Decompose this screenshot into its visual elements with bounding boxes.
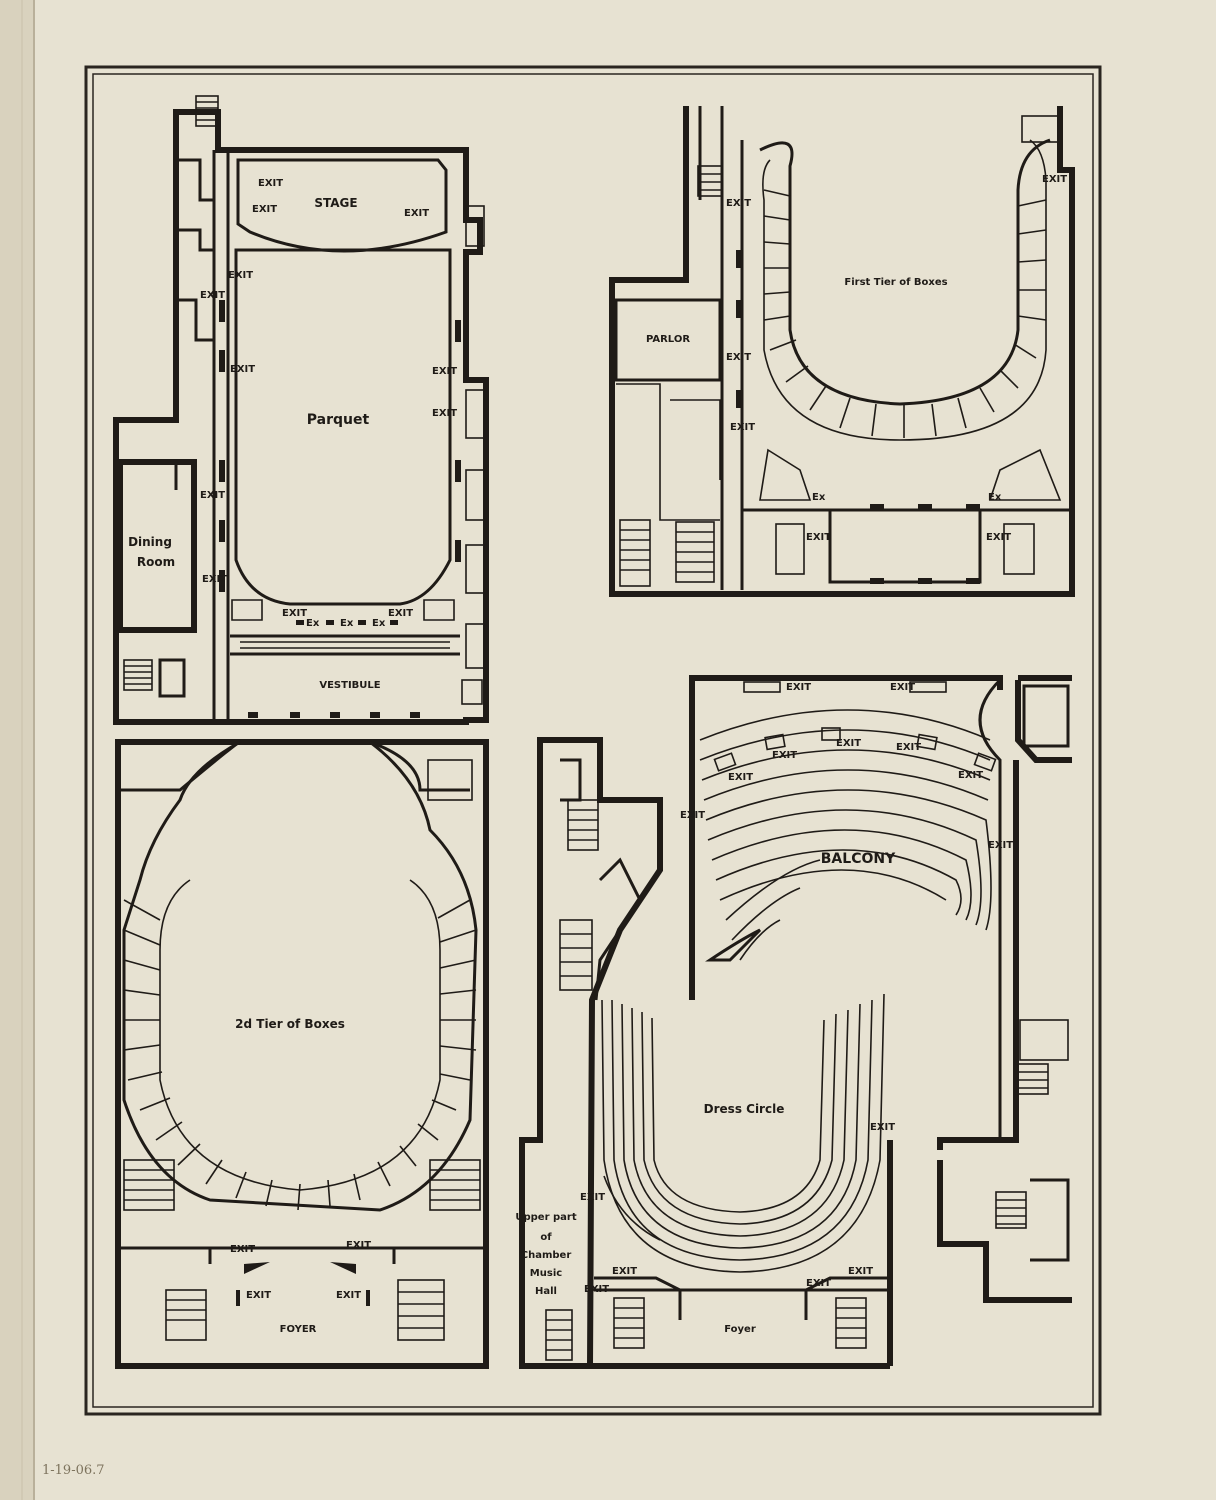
second-tier-title: 2d Tier of Boxes: [235, 1017, 345, 1031]
exit-label: EXIT: [772, 750, 797, 761]
dress-circle-foyer-label: Foyer: [724, 1324, 756, 1335]
exit-label: EXIT: [346, 1240, 371, 1251]
exit-label: EXIT: [680, 810, 705, 821]
page-frame: [84, 65, 1102, 1416]
exit-label: EXIT: [230, 1244, 255, 1255]
corridor-dashes: [219, 300, 461, 592]
dining-room-label-2: Room: [137, 555, 175, 569]
parlor-label: PARLOR: [646, 334, 690, 345]
parquet-title: Parquet: [307, 412, 370, 428]
second-tier-foyer-label: FOYER: [280, 1324, 317, 1335]
exit-label: EXIT: [986, 532, 1011, 543]
exit-label: EXIT: [988, 840, 1013, 851]
exit-label: EXIT: [200, 290, 225, 301]
chamber-music-hall-note: Upper part of Chamber Music Hall: [515, 1212, 576, 1297]
exit-label: EXIT: [836, 738, 861, 749]
exit-label: EXIT: [432, 366, 457, 377]
ex-label: Ex: [812, 492, 826, 503]
plan-second-tier: 2d Tier of Boxes FOYE: [115, 739, 489, 1369]
exit-label: EXIT: [202, 574, 227, 585]
exit-label: EXIT: [246, 1290, 271, 1301]
stair-lower-left: [123, 658, 186, 698]
exit-label: EXIT: [388, 608, 413, 619]
vestibule-label: VESTIBULE: [319, 680, 380, 691]
ex-label: Ex: [988, 492, 1002, 503]
second-tier-stairs: [124, 1169, 480, 1341]
exit-label: EXIT: [1042, 174, 1067, 185]
exit-label: EXIT: [896, 742, 921, 753]
chamber-note-line: Music: [530, 1268, 562, 1279]
exit-label: EXIT: [726, 352, 751, 363]
parquet-ex-doors: [296, 620, 398, 625]
stage-label: STAGE: [314, 196, 357, 210]
chamber-note-line: Upper part: [515, 1212, 576, 1223]
ex-label: Ex: [372, 618, 386, 629]
exit-label: EXIT: [726, 198, 751, 209]
exit-label: EXIT: [730, 422, 755, 433]
exit-label: EXIT: [580, 1192, 605, 1203]
exit-label: EXIT: [890, 682, 915, 693]
exit-label: EXIT: [870, 1122, 895, 1133]
exit-label: EXIT: [432, 408, 457, 419]
plan-balcony: BALCONY EXIT EXIT EXIT EXIT EXIT EXIT EX…: [680, 675, 1072, 1303]
dining-room-label-1: Dining: [128, 535, 172, 549]
chamber-note-line: Hall: [535, 1286, 557, 1297]
dress-circle-rows: [601, 993, 885, 1273]
exit-label: EXIT: [336, 1290, 361, 1301]
exit-label: EXIT: [806, 1278, 831, 1289]
exit-label: EXIT: [228, 270, 253, 281]
exit-label: EXIT: [728, 772, 753, 783]
exit-label: EXIT: [612, 1266, 637, 1277]
exit-label: EXIT: [252, 204, 277, 215]
exit-label: EXIT: [848, 1266, 873, 1277]
exit-label: EXIT: [282, 608, 307, 619]
plan-dress-circle: Dress Circle Upper part of Chamber Music…: [515, 737, 895, 1369]
exit-label: EXIT: [806, 532, 831, 543]
vestibule-doors: [248, 712, 420, 718]
plan-first-tier: First Tier of Boxes PARLOR: [609, 106, 1075, 597]
ex-label: Ex: [340, 618, 354, 629]
balcony-title: BALCONY: [821, 851, 896, 867]
exit-label: EXIT: [258, 178, 283, 189]
exit-label: EXIT: [958, 770, 983, 781]
first-tier-doors: [736, 250, 980, 584]
second-tier-box-partitions: [123, 899, 477, 1211]
balcony-rows: [699, 709, 992, 961]
binding-edge: [0, 0, 35, 1500]
first-tier-stairs: [620, 115, 1059, 573]
stairs-right-parquet: [461, 205, 485, 705]
exit-label: EXIT: [584, 1284, 609, 1295]
archive-note: 1-19-06.7: [42, 1463, 105, 1478]
exit-label: EXIT: [230, 364, 255, 375]
exit-label: EXIT: [200, 490, 225, 501]
exit-label: EXIT: [786, 682, 811, 693]
ex-label: Ex: [306, 618, 320, 629]
first-tier-title: First Tier of Boxes: [844, 277, 947, 288]
balcony-boxes: [713, 727, 997, 772]
chamber-note-line: Chamber: [521, 1250, 572, 1261]
chamber-note-line: of: [540, 1232, 552, 1243]
first-tier-box-partitions: [763, 189, 1047, 438]
dress-circle-title: Dress Circle: [704, 1102, 785, 1116]
plan-parquet: Dining Room STAGE Parquet: [113, 95, 489, 725]
stair-top-left: [195, 95, 219, 127]
exit-label: EXIT: [404, 208, 429, 219]
